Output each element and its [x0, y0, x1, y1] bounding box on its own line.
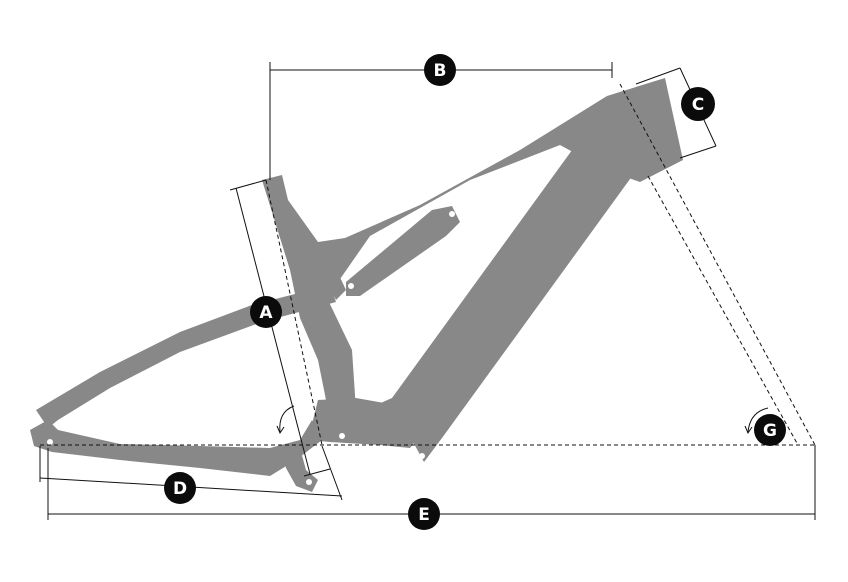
- rear-dropout: [282, 448, 318, 492]
- badge-a-label: A: [259, 303, 273, 323]
- shock-pivot-bottom: [348, 283, 354, 289]
- badge-e-label: E: [418, 505, 430, 525]
- seat-angle-arrow: [276, 425, 285, 435]
- dim-c-tick-bottom: [679, 145, 717, 159]
- badge-a: A: [250, 296, 282, 328]
- dim-d-tick-right: [321, 445, 343, 501]
- badge-c-label: C: [692, 95, 704, 115]
- bike-frame: [30, 78, 683, 492]
- main-pivot: [339, 433, 345, 439]
- bottom-bracket: [308, 398, 420, 448]
- bottom-pivot: [419, 453, 425, 459]
- rear-shock: [346, 206, 460, 296]
- dim-a-line: [235, 187, 311, 475]
- head-angle-arrow: [744, 425, 753, 435]
- fork-axis: [647, 175, 799, 446]
- stay-pivot: [47, 439, 53, 445]
- dim-a-tick-top: [229, 179, 267, 191]
- head-angle-arc: [747, 407, 769, 433]
- badge-g: G: [754, 414, 786, 446]
- badge-b-label: B: [434, 61, 447, 81]
- top-tube: [322, 78, 683, 282]
- seat-stay: [36, 285, 336, 428]
- head-tube-axis: [619, 83, 816, 446]
- dim-c-tick-top: [635, 67, 681, 85]
- shock-pivot-top: [449, 211, 455, 217]
- rocker-link: [316, 256, 346, 300]
- badge-d: D: [164, 472, 196, 504]
- seat-tube-axis: [265, 179, 323, 446]
- badge-c: C: [681, 87, 715, 121]
- dropout-hole: [306, 479, 312, 485]
- badge-d-label: D: [173, 479, 187, 499]
- badge-e: E: [408, 498, 440, 530]
- chain-stay: [30, 420, 322, 476]
- badge-g-label: G: [763, 421, 777, 441]
- down-tube: [360, 135, 638, 462]
- dimension-lines: [39, 62, 816, 520]
- dim-a-tick-bottom: [303, 468, 331, 477]
- badge-b: B: [424, 54, 456, 86]
- seat-angle-arc: [279, 405, 295, 433]
